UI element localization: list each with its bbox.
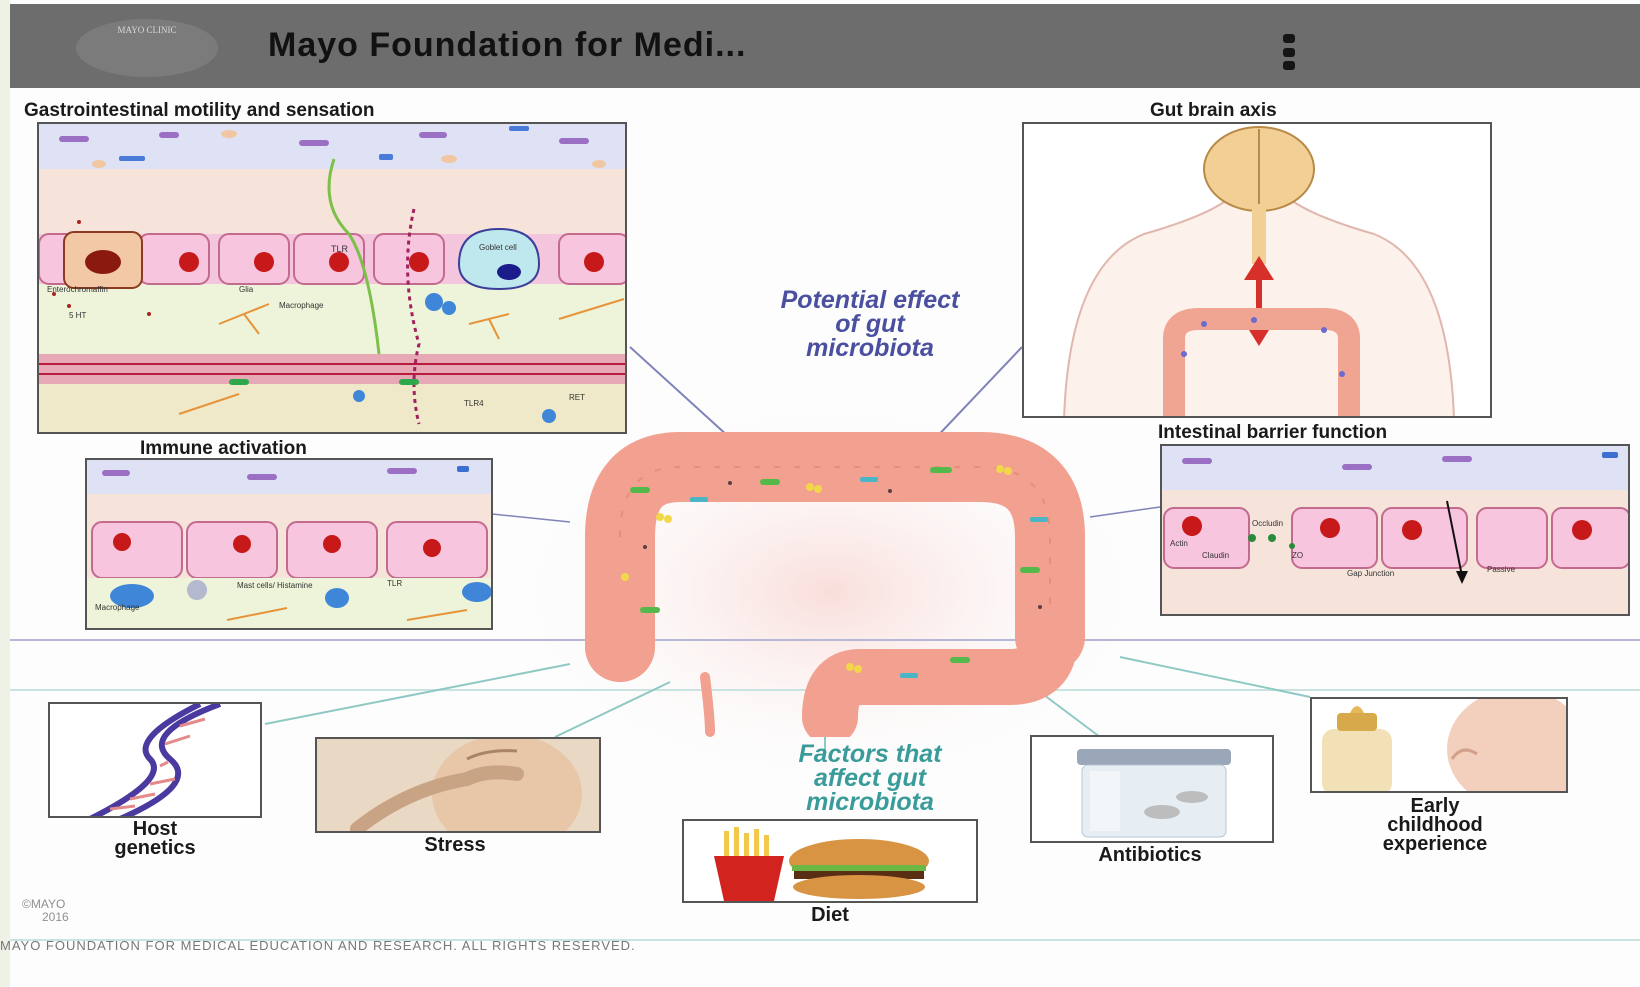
copyright-line-2: 2016 xyxy=(22,911,69,924)
factors-title: Factors that affect gut microbiota xyxy=(670,742,1070,814)
stress-image[interactable] xyxy=(315,737,601,833)
gi-motility-illustration: TLR Goblet cell Enterochromaffin Glia Ma… xyxy=(39,124,627,434)
ret-label: RET xyxy=(569,393,585,402)
early-line-3: experience xyxy=(1350,835,1520,854)
tlr4-label: TLR4 xyxy=(464,399,484,408)
left-edge-strip xyxy=(0,0,10,987)
app-bar: MAYO CLINIC Mayo Foundation for Medi... xyxy=(10,4,1640,88)
goblet-cell-label: Goblet cell xyxy=(479,243,517,252)
stress-label: Stress xyxy=(380,836,530,855)
gi-motility-panel[interactable]: TLR Goblet cell Enterochromaffin Glia Ma… xyxy=(37,122,627,434)
pill-bottle-icon xyxy=(1032,737,1274,843)
actin-label: Actin xyxy=(1170,539,1188,548)
footer-rights: MAYO FOUNDATION FOR MEDICAL EDUCATION AN… xyxy=(0,938,636,953)
immune-macrophage-label: Macrophage xyxy=(95,603,140,612)
potential-line-1: Potential effect xyxy=(670,288,1070,312)
dna-icon xyxy=(50,704,262,818)
factors-line-2: affect gut xyxy=(670,766,1070,790)
5ht-label: 5 HT xyxy=(69,311,86,320)
gut-brain-illustration xyxy=(1024,124,1492,418)
logo-text: MAYO CLINIC xyxy=(112,25,182,71)
antibiotics-image[interactable] xyxy=(1030,735,1274,843)
host-genetics-label: Host genetics xyxy=(80,820,230,858)
immune-title: Immune activation xyxy=(140,438,307,460)
mayo-clinic-logo[interactable]: MAYO CLINIC xyxy=(76,19,218,77)
zo-label: ZO xyxy=(1292,551,1303,560)
enterochromaffin-label: Enterochromaffin xyxy=(47,285,108,294)
potential-line-2: of gut xyxy=(670,312,1070,336)
claudin-label: Claudin xyxy=(1202,551,1229,560)
immune-panel[interactable]: Mast cells/ Histamine TLR Macrophage xyxy=(85,458,493,630)
gut-brain-panel[interactable] xyxy=(1022,122,1492,418)
early-childhood-label: Early childhood experience xyxy=(1350,797,1520,854)
potential-effect-title: Potential effect of gut microbiota xyxy=(670,288,1070,360)
macrophage-label: Macrophage xyxy=(279,301,324,310)
antibiotics-label: Antibiotics xyxy=(1070,846,1230,865)
fast-food-icon xyxy=(684,821,978,903)
barrier-title: Intestinal barrier function xyxy=(1158,422,1387,444)
immune-illustration: Mast cells/ Histamine TLR Macrophage xyxy=(87,460,493,630)
stressed-person-icon xyxy=(317,739,601,833)
barrier-panel[interactable]: Occludin Actin Claudin ZO Gap Junction P… xyxy=(1160,444,1630,616)
glia-label: Glia xyxy=(239,285,254,294)
host-line-2: genetics xyxy=(80,839,230,858)
gut-brain-title: Gut brain axis xyxy=(1150,100,1277,122)
early-childhood-image[interactable] xyxy=(1310,697,1568,793)
diet-label: Diet xyxy=(755,906,905,925)
gi-motility-title: Gastrointestinal motility and sensation xyxy=(24,100,375,122)
copyright-mark: ©MAYO 2016 xyxy=(22,898,69,924)
potential-line-3: microbiota xyxy=(670,336,1070,360)
mast-cells-label: Mast cells/ Histamine xyxy=(237,581,313,590)
host-genetics-image[interactable] xyxy=(48,702,262,818)
passive-label: Passive xyxy=(1487,565,1516,574)
gap-junction-label: Gap Junction xyxy=(1347,569,1394,578)
colon-illustration[interactable] xyxy=(530,427,1150,737)
occludin-label: Occludin xyxy=(1252,519,1283,528)
more-options-icon[interactable] xyxy=(1278,34,1300,70)
microbiota-diagram: Gastrointestinal motility and sensation xyxy=(10,92,1640,972)
factors-line-1: Factors that xyxy=(670,742,1070,766)
app-title: Mayo Foundation for Medi... xyxy=(268,26,746,65)
tlr-label: TLR xyxy=(331,244,349,254)
barrier-illustration: Occludin Actin Claudin ZO Gap Junction P… xyxy=(1162,446,1630,616)
baby-bottle-icon xyxy=(1312,699,1568,793)
diet-image[interactable] xyxy=(682,819,978,903)
immune-tlr-label: TLR xyxy=(387,579,402,588)
factors-line-3: microbiota xyxy=(670,790,1070,814)
